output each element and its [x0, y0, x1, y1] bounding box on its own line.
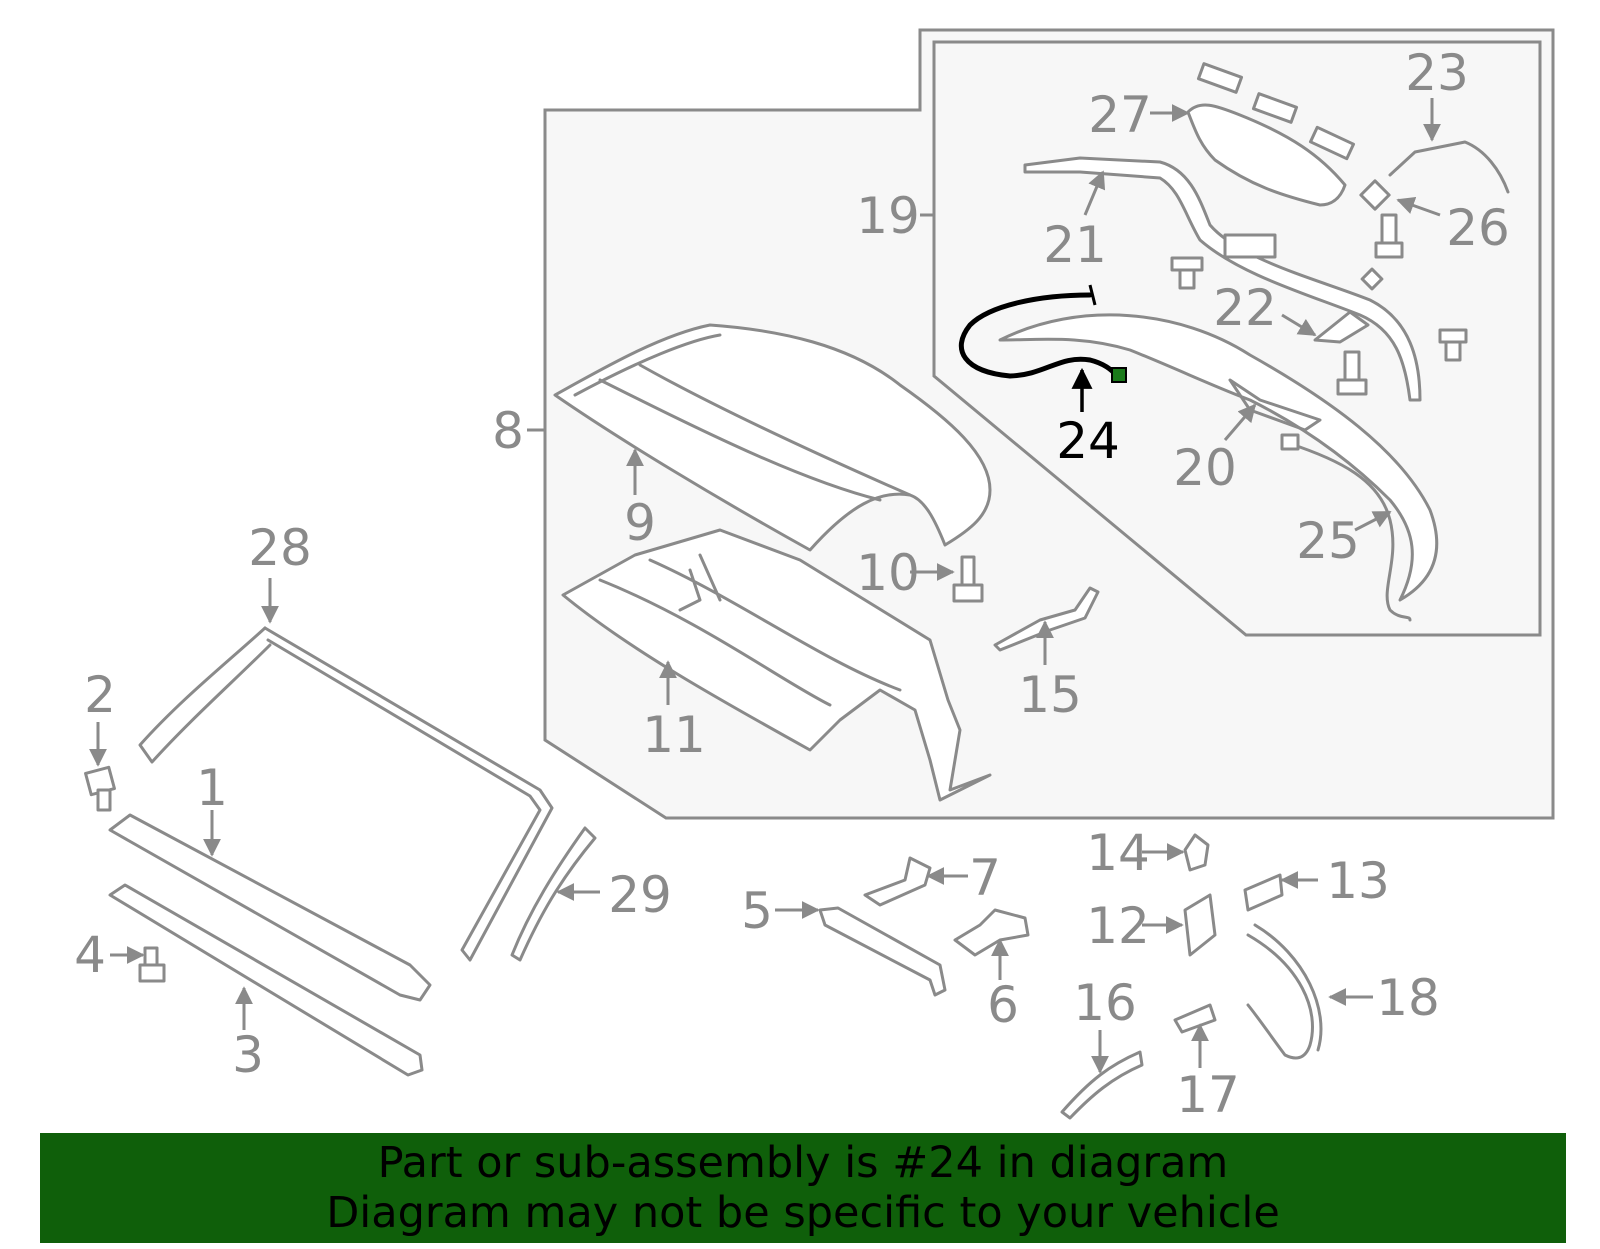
leader-25 — [1354, 510, 1392, 532]
part-7-bracket — [863, 856, 932, 907]
part-16-molding — [1060, 1050, 1144, 1120]
parts-diagram: 1 2 3 4 5 6 7 8 9 10 11 12 13 14 15 16 1… — [74, 28, 1555, 1124]
part-17-clip — [1173, 1003, 1217, 1034]
callout-17: 17 — [1176, 1066, 1240, 1124]
part-18-seal — [1246, 923, 1323, 1060]
callout-21: 21 — [1043, 216, 1107, 274]
callout-22: 22 — [1213, 279, 1277, 337]
part-5-rail — [818, 906, 947, 997]
part-13-clip — [1243, 873, 1284, 912]
callout-4: 4 — [74, 926, 106, 984]
callout-8: 8 — [492, 402, 524, 460]
callout-23: 23 — [1405, 44, 1469, 102]
part-4-bolt — [138, 946, 166, 983]
callout-27: 27 — [1088, 86, 1152, 144]
part-28-windshield-frame — [138, 626, 554, 962]
callout-24: 24 — [1056, 412, 1120, 470]
banner-line-1: Part or sub-assembly is #24 in diagram — [377, 1138, 1229, 1188]
callout-2: 2 — [84, 666, 116, 724]
part-11-top-frame — [561, 528, 992, 802]
callout-1: 1 — [196, 759, 228, 817]
callout-5: 5 — [741, 882, 773, 940]
part-14-clip — [1183, 833, 1210, 872]
part-21-side-rail — [1023, 156, 1422, 402]
callout-12: 12 — [1086, 897, 1150, 955]
callout-10: 10 — [856, 544, 920, 602]
part-15-bracket — [993, 586, 1100, 652]
callout-7: 7 — [969, 849, 1001, 907]
part-25-harness — [1286, 441, 1412, 622]
part-25-connector — [1280, 433, 1300, 451]
part-24-wire-harness — [958, 284, 1127, 383]
leader-20 — [1223, 403, 1257, 441]
part-2-bolt — [84, 765, 116, 812]
part-22-bracket — [1313, 310, 1370, 344]
part-6-bracket — [953, 908, 1030, 957]
callout-20: 20 — [1173, 439, 1237, 497]
callout-26: 26 — [1446, 199, 1510, 257]
callout-9: 9 — [624, 494, 656, 552]
callout-13: 13 — [1326, 852, 1390, 910]
leader-26 — [1396, 196, 1441, 217]
callout-11: 11 — [642, 706, 706, 764]
part-10-bolt — [952, 555, 984, 603]
leader-22 — [1281, 313, 1317, 337]
part-29-molding — [510, 826, 597, 962]
callout-29: 29 — [608, 866, 672, 924]
callout-18: 18 — [1376, 969, 1440, 1027]
part-23-cable — [1388, 140, 1510, 194]
leader-21 — [1083, 170, 1106, 216]
callout-19: 19 — [856, 187, 920, 245]
callout-15: 15 — [1018, 666, 1082, 724]
callout-14: 14 — [1086, 824, 1150, 882]
part-26-pad — [1359, 179, 1391, 211]
part-27-panel — [1186, 62, 1356, 207]
info-banner: Part or sub-assembly is #24 in diagram D… — [40, 1133, 1566, 1243]
callout-3: 3 — [232, 1026, 264, 1084]
part-3-header-trim — [108, 883, 424, 1077]
callout-16: 16 — [1073, 974, 1137, 1032]
part-1-header — [108, 813, 432, 1002]
part-9-top-cover — [553, 323, 992, 552]
callout-6: 6 — [987, 976, 1019, 1034]
callout-28: 28 — [248, 519, 312, 577]
banner-line-2: Diagram may not be specific to your vehi… — [326, 1188, 1280, 1238]
part-12-clip — [1183, 893, 1217, 957]
callout-25: 25 — [1296, 512, 1360, 570]
panel-19-bolts — [1170, 213, 1468, 396]
part-21-clip — [1223, 233, 1277, 259]
